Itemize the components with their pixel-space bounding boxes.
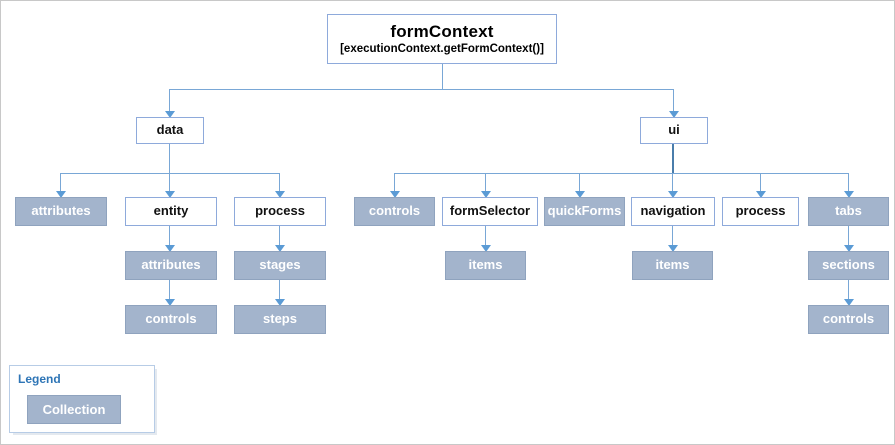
node-sections-controls[interactable]: controls [808, 305, 889, 334]
connector-navigation-to-items [672, 226, 673, 248]
node-formselector-items-label: items [468, 257, 503, 273]
connector-sections-to-controls [848, 280, 849, 302]
connector-ui-to-tabs [848, 173, 849, 195]
legend-collection-swatch: Collection [27, 395, 121, 424]
connector-root-to-ui [673, 89, 674, 112]
connector-ui-to-controls [394, 173, 395, 195]
node-formselector-items[interactable]: items [445, 251, 526, 280]
arrow-navigation-to-items [668, 245, 678, 252]
connector-process-to-stages [279, 226, 280, 248]
node-formcontext-subtitle: [executionContext.getFormContext()] [340, 43, 544, 56]
node-process-steps[interactable]: steps [234, 305, 326, 334]
arrow-root-to-ui [669, 111, 679, 118]
arrow-ui-to-formselector [481, 191, 491, 198]
arrow-entity-to-attributes [165, 245, 175, 252]
node-formselector-label: formSelector [449, 203, 531, 219]
arrow-data-to-process [275, 191, 285, 198]
connector-ui-to-quickforms [579, 173, 580, 195]
node-ui-process[interactable]: process [722, 197, 799, 226]
node-sections-controls-label: controls [822, 311, 875, 327]
legend-title: Legend [18, 372, 61, 386]
node-quickforms-label: quickForms [547, 203, 622, 219]
connector-stages-to-steps [279, 280, 280, 302]
node-entity-attributes-label: attributes [141, 257, 201, 273]
connector-ui-to-process [760, 173, 761, 195]
node-data-attributes-label: attributes [31, 203, 91, 219]
arrow-ui-to-process [756, 191, 766, 198]
node-entity-attributes-controls-label: controls [145, 311, 197, 327]
node-navigation[interactable]: navigation [631, 197, 715, 226]
node-quickforms[interactable]: quickForms [544, 197, 625, 226]
connector-ui-to-navigation [672, 173, 673, 195]
arrow-stages-to-steps [275, 299, 285, 306]
legend-box: Legend Collection [9, 365, 155, 433]
node-process-stages[interactable]: stages [234, 251, 326, 280]
arrow-ui-to-navigation [668, 191, 678, 198]
node-process-steps-label: steps [263, 311, 297, 327]
node-ui-label: ui [668, 122, 680, 138]
arrow-tabs-to-sections [844, 245, 854, 252]
connector-formselector-to-items [485, 226, 486, 248]
node-tabs[interactable]: tabs [808, 197, 889, 226]
connector-data-to-entity [169, 173, 170, 195]
arrow-ui-to-controls [390, 191, 400, 198]
connector-data-stem [169, 144, 170, 174]
arrow-attributes-to-controls [165, 299, 175, 306]
node-data[interactable]: data [136, 117, 204, 144]
arrow-ui-to-quickforms [575, 191, 585, 198]
node-data-attributes[interactable]: attributes [15, 197, 107, 226]
node-entity-attributes[interactable]: attributes [125, 251, 217, 280]
connector-root-stem [442, 64, 443, 89]
node-process-stages-label: stages [259, 257, 301, 273]
arrow-formselector-to-items [481, 245, 491, 252]
connector-ui-to-formselector [485, 173, 486, 195]
arrow-data-to-entity [165, 191, 175, 198]
node-entity-attributes-controls[interactable]: controls [125, 305, 217, 334]
connector-data-to-process [279, 173, 280, 195]
node-formcontext[interactable]: formContext [executionContext.getFormCon… [327, 14, 557, 64]
arrow-sections-to-controls [844, 299, 854, 306]
node-tabs-label: tabs [835, 203, 862, 219]
node-navigation-items-label: items [655, 257, 690, 273]
node-data-label: data [156, 122, 184, 138]
node-ui-controls-label: controls [368, 203, 421, 219]
node-data-process-label: process [255, 203, 305, 219]
arrow-ui-to-tabs [844, 191, 854, 198]
node-ui-process-label: process [735, 203, 786, 219]
node-formcontext-title: formContext [390, 21, 494, 41]
node-tabs-sections-label: sections [822, 257, 875, 273]
connector-root-bus [169, 89, 674, 90]
node-formselector[interactable]: formSelector [442, 197, 538, 226]
node-ui[interactable]: ui [640, 117, 708, 144]
connector-tabs-to-sections [848, 226, 849, 248]
node-data-process[interactable]: process [234, 197, 326, 226]
connector-ui-stem [672, 144, 674, 174]
node-entity[interactable]: entity [125, 197, 217, 226]
arrow-root-to-data [165, 111, 175, 118]
connector-entity-to-attributes [169, 226, 170, 248]
connector-root-to-data [169, 89, 170, 112]
node-navigation-items[interactable]: items [632, 251, 713, 280]
connector-data-to-attributes [60, 173, 61, 195]
connector-ui-bus [394, 173, 849, 174]
arrow-data-to-attributes [56, 191, 66, 198]
node-tabs-sections[interactable]: sections [808, 251, 889, 280]
node-ui-controls[interactable]: controls [354, 197, 435, 226]
node-entity-label: entity [153, 203, 189, 219]
node-navigation-label: navigation [640, 203, 706, 219]
arrow-process-to-stages [275, 245, 285, 252]
connector-attributes-to-controls [169, 280, 170, 302]
